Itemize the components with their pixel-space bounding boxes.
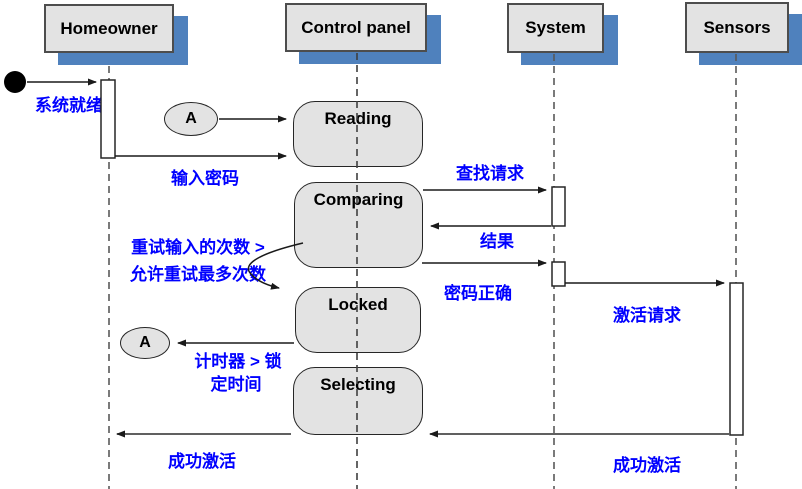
state-label-comparing: Comparing: [313, 190, 404, 209]
connector-a-top-label: A: [185, 110, 197, 127]
activation-bar-sensors: [729, 282, 744, 436]
state-box-reading: Reading: [293, 101, 423, 167]
message-label-activated-left: 成功激活: [168, 452, 236, 471]
actor-box-system: System: [507, 3, 604, 53]
message-label-password-correct: 密码正确: [444, 284, 512, 303]
guard-label-timer-line2: 定时间: [210, 375, 262, 394]
message-label-activation-request: 激活请求: [613, 306, 681, 325]
connector-a-top: A: [164, 102, 218, 136]
actor-box-sensors: Sensors: [685, 2, 789, 53]
connector-a-bottom: A: [120, 327, 170, 359]
actor-label-control-panel: Control panel: [301, 17, 411, 37]
guard-label-retry-line1: 重试输入的次数 >: [131, 238, 265, 257]
actor-label-sensors: Sensors: [703, 17, 771, 37]
message-label-enter-password: 输入密码: [171, 169, 239, 188]
state-label-reading: Reading: [324, 109, 392, 128]
message-label-result: 结果: [480, 232, 514, 251]
message-label-activated-right: 成功激活: [613, 456, 681, 475]
actor-label-homeowner: Homeowner: [60, 18, 158, 38]
message-label-lookup-request: 查找请求: [456, 164, 524, 183]
state-box-comparing: Comparing: [294, 182, 423, 268]
guard-label-retry-line2: 允许重试最多次数: [130, 265, 266, 284]
initial-state-node: [4, 71, 26, 93]
state-label-locked: Locked: [328, 295, 388, 314]
actor-box-homeowner: Homeowner: [44, 4, 174, 53]
state-box-selecting: Selecting: [293, 367, 423, 435]
actor-box-control-panel: Control panel: [285, 3, 427, 52]
activation-bar-system-2: [551, 261, 566, 287]
guard-label-timer-line1: 计时器 > 锁: [194, 352, 282, 371]
message-label-system-ready: 系统就绪: [35, 96, 103, 115]
actor-label-system: System: [525, 18, 586, 37]
state-label-selecting: Selecting: [320, 375, 396, 394]
connector-a-bottom-label: A: [139, 334, 151, 351]
state-box-locked: Locked: [295, 287, 421, 353]
activation-bar-system-1: [551, 186, 566, 227]
activation-bar-homeowner: [100, 79, 116, 159]
